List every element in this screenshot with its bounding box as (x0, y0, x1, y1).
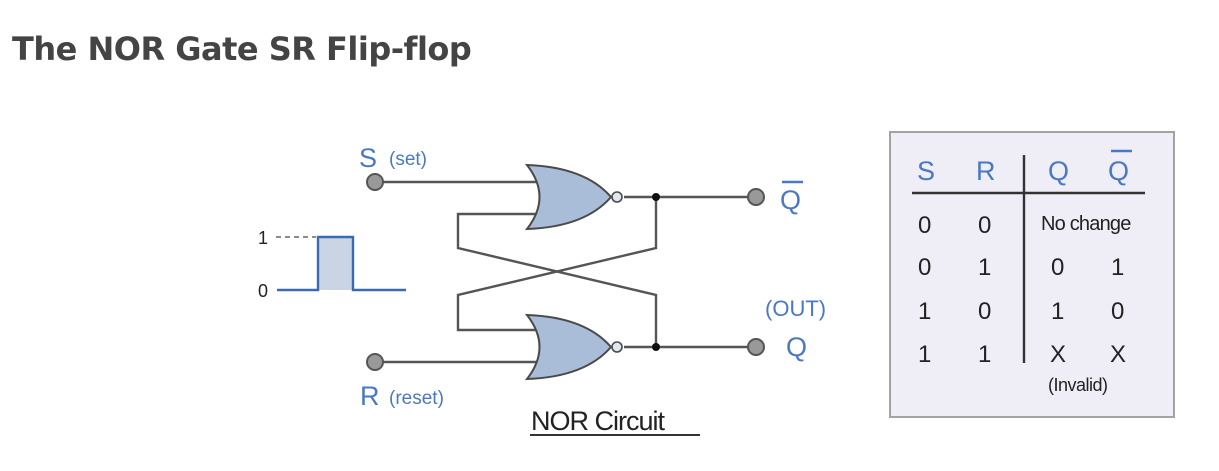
set-label-desc: (set) (389, 149, 427, 170)
qbar-label: Q (780, 180, 803, 215)
truth-table-header-r: R (976, 156, 996, 186)
truth-table-row2-q: 0 (1051, 254, 1064, 281)
qbar-junction-dot (652, 193, 660, 201)
pulse-waveform: 1 0 (258, 228, 406, 301)
truth-table-row4-q: X (1050, 341, 1066, 368)
set-label: S (set) (359, 143, 427, 173)
truth-table-row4-r: 1 (978, 341, 991, 368)
feedback-qbar-to-bottom-gate (456, 197, 658, 332)
set-label-letter: S (359, 143, 377, 173)
truth-table-row3-qbar: 0 (1111, 298, 1124, 325)
nor-gate-bottom (524, 313, 623, 381)
truth-table-row3-s: 1 (918, 298, 931, 325)
qbar-label-letter: Q (780, 185, 801, 215)
truth-table-row3-r: 0 (978, 298, 991, 325)
truth-table-row2-s: 0 (918, 254, 931, 281)
reset-label-letter: R (360, 381, 380, 411)
truth-table-row1-r: 0 (978, 212, 991, 239)
pulse-area (318, 237, 353, 290)
q-terminal (747, 338, 765, 356)
truth-table-row3-q: 1 (1051, 298, 1064, 325)
circuit-caption: NOR Circuit (531, 406, 666, 436)
q-junction-dot (652, 343, 660, 351)
q-label: (OUT) Q (765, 296, 826, 362)
truth-table-header-qbar: Q (1108, 156, 1129, 186)
reset-label: R (reset) (360, 381, 444, 411)
nor-gate-top (524, 163, 623, 231)
wires (375, 180, 756, 364)
nor-gate-bottom-body (524, 313, 613, 381)
reset-label-desc: (reset) (389, 388, 444, 409)
truth-table-row4-qbar: X (1110, 341, 1126, 368)
truth-table-box (889, 131, 1175, 418)
truth-table-header-s: S (917, 156, 935, 186)
truth-table-row4-s: 1 (918, 341, 931, 368)
reset-terminal (366, 353, 384, 371)
truth-table: S R Q Q 0 0 No change 0 1 0 1 1 0 1 0 1 … (889, 131, 1175, 418)
pulse-line (277, 235, 406, 292)
truth-table-header-q: Q (1048, 156, 1069, 186)
truth-table-row1-s: 0 (918, 212, 931, 239)
set-terminal (366, 173, 384, 191)
q-label-letter: Q (786, 332, 807, 362)
qbar-terminal (747, 188, 765, 206)
truth-table-row1-merged: No change (1041, 213, 1131, 235)
truth-table-note: (Invalid) (1048, 375, 1108, 395)
q-label-desc: (OUT) (765, 296, 826, 321)
truth-table-row2-r: 1 (978, 254, 991, 281)
nor-gate-top-body (524, 163, 613, 231)
truth-table-row2-qbar: 1 (1111, 254, 1124, 281)
pulse-low-label: 0 (258, 281, 268, 301)
pulse-high-label: 1 (258, 228, 268, 248)
page-title: The NOR Gate SR Flip-flop (12, 30, 472, 68)
feedback-q-to-top-gate (456, 212, 658, 347)
nor-gate-top-inverter-bubble (611, 191, 623, 203)
nor-gate-bottom-inverter-bubble (611, 341, 623, 353)
